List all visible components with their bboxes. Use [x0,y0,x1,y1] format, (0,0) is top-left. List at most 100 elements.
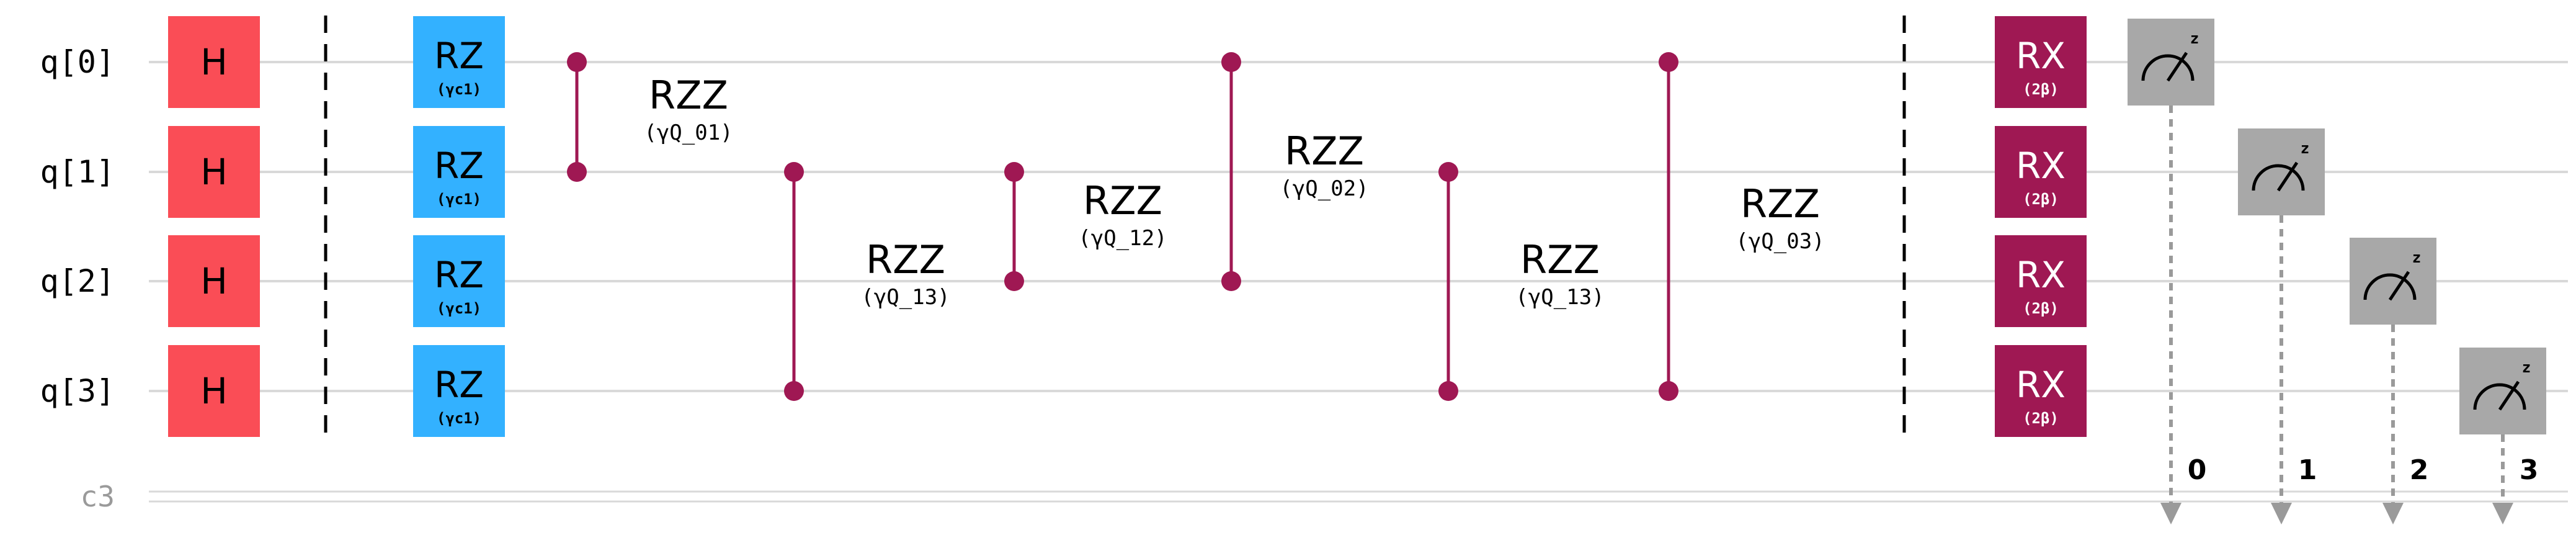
measure-box [2128,19,2214,106]
rz-gate-box [413,235,505,327]
rzz-control-dot [567,52,587,72]
h-gate-box [168,16,260,108]
rzz-param: (γQ_13) [861,285,950,310]
rx-gate-box [1995,235,2087,327]
measure-box [2350,238,2436,325]
rx-gate-box [1995,345,2087,437]
h-gate-label: H [200,370,228,412]
rzz-control-dot [1438,381,1458,401]
h-gate: H [168,16,260,108]
rz-gate-box [413,16,505,108]
rzz-control-dot [1004,162,1024,182]
rz-gate: RZ (γc1) [413,235,505,327]
rx-gate-label: RX [2016,35,2066,77]
measure-gate: z2 [2350,238,2436,524]
rzz-label: RZZ [1083,178,1162,223]
rx-gate: RX (2β) [1995,126,2087,218]
h-gate-label: H [200,260,228,302]
measure-basis: z [2522,359,2531,376]
rzz-gate: RZZ(γQ_13) [784,162,950,401]
h-gate-box [168,126,260,218]
meter-icon [2141,54,2195,81]
measure-gate: z3 [2459,348,2546,524]
h-gate-box [168,345,260,437]
rzz-gate: RZZ(γQ_01) [567,52,733,182]
rzz-param: (γQ_13) [1515,285,1604,310]
meter-needle-icon [2388,271,2410,301]
rzz-param: (γQ_03) [1736,229,1824,254]
rzz-param: (γQ_12) [1078,226,1167,251]
rzz-label: RZZ [649,73,728,118]
rzz-label: RZZ [1285,128,1364,174]
qubit-label: q[3] [40,373,115,409]
rzz-control-dot [1659,381,1678,401]
h-gate-label: H [200,151,228,193]
measure-arrow [2492,503,2513,524]
measure-arrow [2271,503,2292,524]
qubit-label: q[0] [40,44,115,80]
rzz-control-dot [1221,271,1241,291]
measure-arrow [2160,503,2182,524]
measure-basis: z [2301,140,2309,157]
rzz-control-dot [567,162,587,182]
measure-basis: z [2412,249,2421,266]
h-gate: H [168,345,260,437]
rx-gate: RX (2β) [1995,235,2087,327]
rz-gate-box [413,126,505,218]
rzz-label: RZZ [1740,181,1820,227]
rz-gate-label: RZ [434,145,484,187]
rzz-label: RZZ [1520,237,1600,282]
rz-gate-label: RZ [434,364,484,406]
rzz-param: (γQ_01) [644,120,733,145]
rz-gate: RZ(γc1) [413,126,505,218]
rz-gate-label: RZ [434,254,484,296]
rz-gate-param: (γc1) [437,300,481,317]
rx-gate-param: (2β) [2023,81,2059,98]
rx-gate-label: RX [2016,364,2066,406]
meter-icon [2252,164,2305,191]
rx-gate-label: RX [2016,145,2066,187]
meter-icon [2473,383,2526,410]
rz-gate-param: (γc1) [437,81,481,98]
rx-gate-param: (2β) [2023,300,2059,317]
rx-gate-box [1995,126,2087,218]
rx-gate-param: (2β) [2023,410,2059,427]
classical-bit-label: 1 [2298,454,2317,486]
measure-gate: z1 [2238,128,2325,524]
rx-gate-label: RX [2016,254,2066,296]
rzz-gate: RZZ(γQ_02) [1221,52,1369,291]
meter-needle-icon [2276,161,2299,192]
gates-layer: HHHHRZ(γc1)RZ(γc1)RZ(γc1)RZ(γc1)RX(2β)RX… [168,16,2546,524]
rz-gate: RZ(γc1) [413,16,505,108]
measure-basis: z [2190,30,2199,47]
measure-gate: z0 [2128,19,2214,524]
h-gate-label: H [200,41,228,83]
rzz-gate: RZZ (γQ_12) [1004,162,1167,291]
rzz-control-dot [1004,271,1024,291]
rzz-param: (γQ_02) [1280,176,1368,201]
rzz-control-dot [784,381,804,401]
meter-needle-icon [2166,52,2188,82]
qubit-label: q[2] [40,263,115,299]
measure-box [2459,348,2546,434]
classical-bit-label: 2 [2410,454,2429,486]
rx-gate: RX (2β) [1995,345,2087,437]
rx-gate-box [1995,16,2087,108]
rzz-control-dot [1438,162,1458,182]
h-gate-box [168,235,260,327]
rzz-control-dot [1221,52,1241,72]
qubit-label: q[1] [40,154,115,190]
labels-layer: q[0]q[1]q[2]q[3]c3 [40,44,115,513]
rzz-control-dot [784,162,804,182]
measure-arrow [2382,503,2404,524]
rz-gate: RZ (γc1) [413,345,505,437]
rx-gate-param: (2β) [2023,191,2059,208]
rzz-gate: RZZ (γQ_13) [1438,162,1605,401]
classical-bit-label: 0 [2188,454,2207,486]
barriers-layer [324,16,1906,438]
h-gate: H [168,126,260,218]
classical-bit-label: 3 [2520,454,2539,486]
meter-needle-icon [2498,380,2520,411]
rz-gate-param: (γc1) [437,410,481,427]
